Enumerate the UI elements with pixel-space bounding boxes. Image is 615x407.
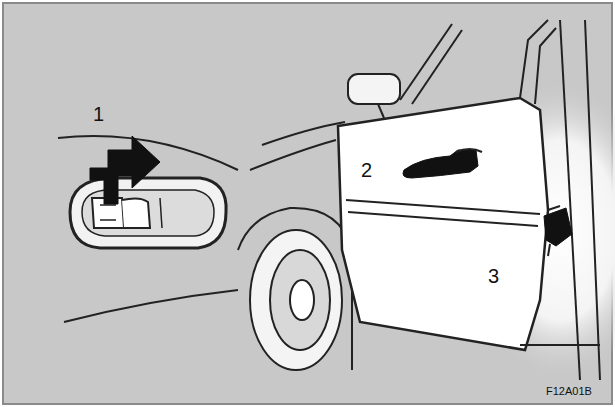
callout-number: 3 (488, 266, 499, 286)
outside-door-handle (403, 150, 478, 178)
car-body (238, 20, 600, 380)
callout-number: 1 (93, 104, 104, 124)
panel-ground (3, 3, 612, 404)
direction-arrow (90, 136, 160, 204)
inside-handle-detail (58, 136, 238, 322)
handle-bezel (456, 149, 482, 152)
latch-detail (548, 244, 550, 256)
callout-number: 2 (361, 160, 372, 180)
figure-code: F12A01B (546, 386, 592, 397)
door-latch (544, 208, 572, 246)
